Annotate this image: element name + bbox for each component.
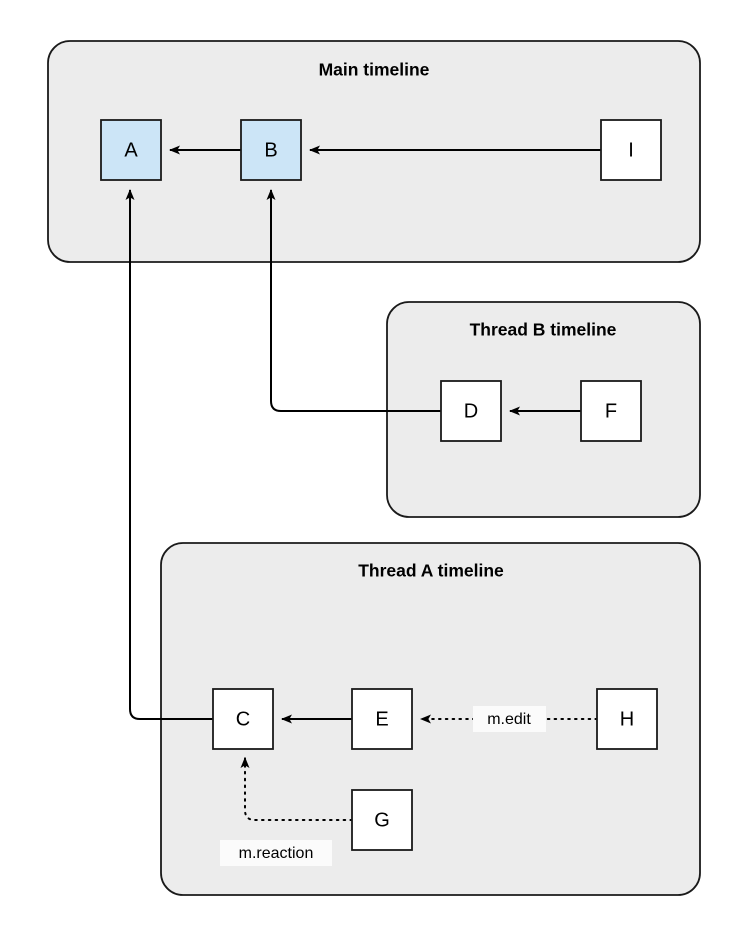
edge-d-to-b: [266, 189, 441, 412]
node-d-label: D: [464, 400, 478, 422]
node-d[interactable]: D: [440, 380, 502, 442]
nodes-layer: A B I D F C: [100, 119, 662, 851]
node-d-rect[interactable]: [440, 380, 502, 442]
node-e[interactable]: E: [351, 688, 413, 750]
node-g[interactable]: G: [351, 789, 413, 851]
edge-label-m-edit: m.edit: [473, 706, 546, 732]
node-b[interactable]: B: [240, 119, 302, 181]
node-c-label: C: [236, 708, 250, 730]
edge-label-m-edit-bg: [473, 706, 546, 732]
edge-label-m-reaction-bg: [220, 840, 332, 866]
edges-layer: [125, 145, 601, 821]
group-title-main: Main timeline: [319, 60, 430, 80]
group-main-timeline: Main timeline: [47, 40, 701, 263]
node-a[interactable]: A: [100, 119, 162, 181]
node-e-rect[interactable]: [351, 688, 413, 750]
edge-label-m-reaction: m.reaction: [220, 840, 332, 866]
edge-labels-layer: m.edit m.reaction: [220, 706, 546, 866]
node-b-label: B: [264, 139, 277, 161]
node-h[interactable]: H: [596, 688, 658, 750]
node-i-rect[interactable]: [600, 119, 662, 181]
group-title-thread-a: Thread A timeline: [358, 561, 504, 581]
edge-label-m-edit-text: m.edit: [487, 711, 531, 728]
node-g-rect[interactable]: [351, 789, 413, 851]
node-b-rect[interactable]: [240, 119, 302, 181]
node-a-rect[interactable]: [100, 119, 162, 181]
edge-g-to-c-m-reaction: [240, 757, 353, 821]
group-rect-main: [47, 40, 701, 263]
node-c-rect[interactable]: [212, 688, 274, 750]
node-f-rect[interactable]: [580, 380, 642, 442]
node-i-label: I: [628, 139, 634, 161]
node-g-label: G: [374, 809, 390, 831]
node-i[interactable]: I: [600, 119, 662, 181]
node-e-label: E: [375, 708, 388, 730]
node-h-rect[interactable]: [596, 688, 658, 750]
edge-label-m-reaction-text: m.reaction: [239, 845, 314, 862]
node-f-label: F: [605, 400, 617, 422]
node-c[interactable]: C: [212, 688, 274, 750]
node-f[interactable]: F: [580, 380, 642, 442]
node-a-label: A: [124, 139, 138, 161]
group-thread-b-timeline: Thread B timeline: [386, 301, 701, 518]
group-rect-thread-b: [386, 301, 701, 518]
group-title-thread-b: Thread B timeline: [470, 320, 617, 340]
edge-c-to-a: [125, 189, 213, 720]
node-h-label: H: [620, 708, 634, 730]
